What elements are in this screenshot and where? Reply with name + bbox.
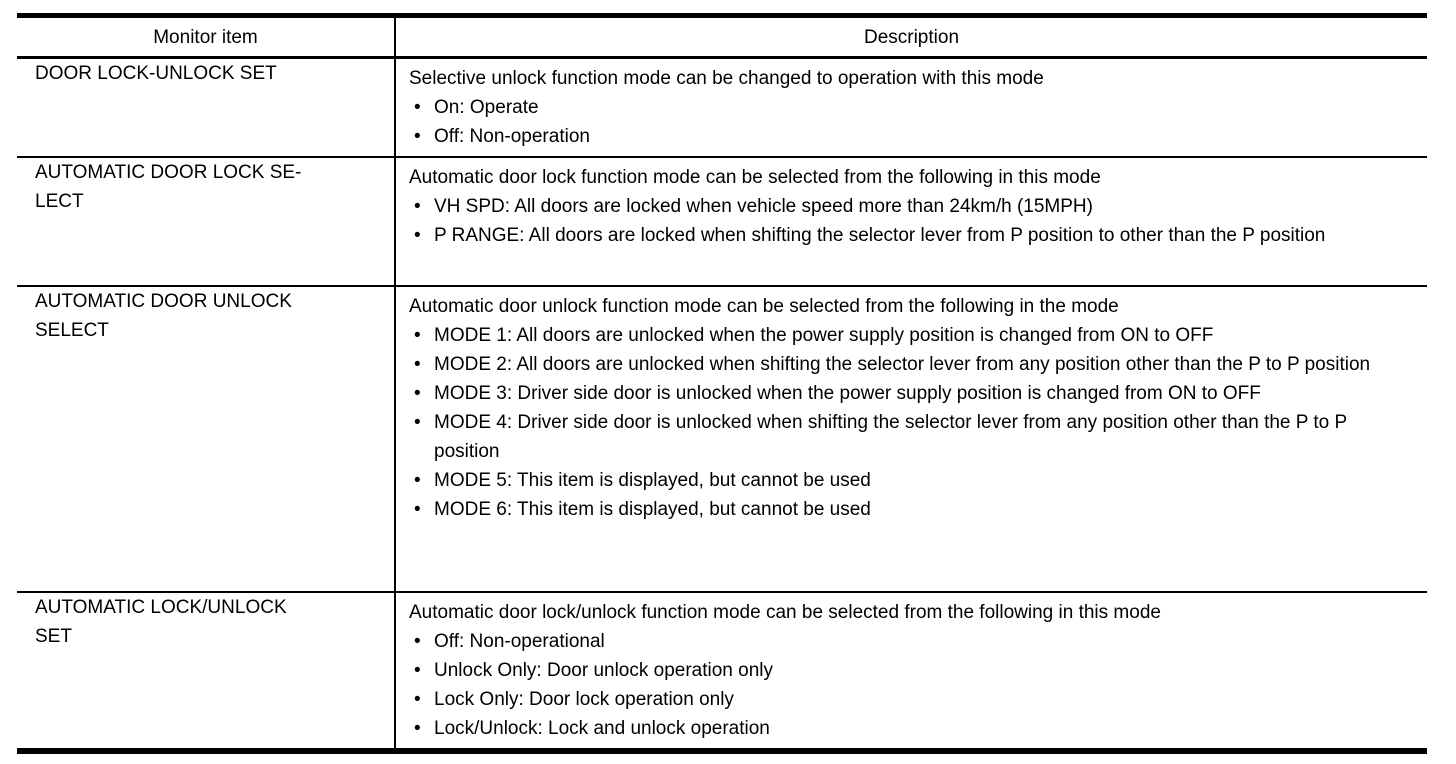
list-item: • MODE 1: All doors are unlocked when the… [409, 321, 1415, 350]
list-item: • P RANGE: All doors are locked when shif… [409, 221, 1415, 250]
description-intro: Automatic door unlock function mode can … [409, 296, 1119, 317]
list-item: • MODE 3: Driver side door is unlocked wh… [409, 379, 1415, 408]
bullet-icon: • [414, 718, 421, 739]
bullet-icon: • [414, 325, 421, 346]
monitor-item-cell: AUTOMATIC DOOR LOCK SE- LECT [17, 156, 396, 286]
bullet-icon: • [414, 97, 421, 118]
list-item: • MODE 6: This item is displayed, but can… [409, 495, 1415, 524]
description-bullet-list: • MODE 1: All doors are unlocked when the… [409, 321, 1415, 524]
list-item-text: MODE 4: Driver side door is unlocked whe… [434, 412, 1347, 462]
monitor-item-table: Monitor item Description DOOR LOCK-UNLOC… [17, 13, 1427, 754]
list-item-text: MODE 5: This item is displayed, but cann… [434, 470, 871, 491]
list-item-text: Lock/Unlock: Lock and unlock operation [434, 718, 770, 739]
monitor-item-cell: AUTOMATIC LOCK/UNLOCK SET [17, 591, 396, 751]
table-row: DOOR LOCK-UNLOCK SET Selective unlock fu… [17, 56, 1427, 157]
description-bullet-list: • On: Operate • Off: Non-operation [409, 93, 1415, 151]
description-intro: Automatic door lock function mode can be… [409, 167, 1101, 188]
column-header-description: Description [395, 15, 1427, 59]
list-item: • On: Operate [409, 93, 1415, 122]
description-intro: Selective unlock function mode can be ch… [409, 68, 1044, 89]
list-item-text: Off: Non-operational [434, 631, 605, 652]
bullet-icon: • [414, 499, 421, 520]
bullet-icon: • [414, 383, 421, 404]
list-item: • MODE 4: Driver side door is unlocked wh… [409, 408, 1415, 466]
table-row: AUTOMATIC DOOR UNLOCK SELECT Automatic d… [17, 285, 1427, 592]
list-item-text: P RANGE: All doors are locked when shift… [434, 225, 1326, 246]
list-item-text: On: Operate [434, 97, 539, 118]
list-item: • Unlock Only: Door unlock operation only [409, 656, 1415, 685]
list-item: • Lock/Unlock: Lock and unlock operation [409, 714, 1415, 743]
description-cell: Automatic door unlock function mode can … [395, 285, 1427, 592]
list-item-text: Off: Non-operation [434, 126, 590, 147]
bullet-icon: • [414, 470, 421, 491]
bullet-icon: • [414, 354, 421, 375]
bullet-icon: • [414, 196, 421, 217]
list-item-text: Unlock Only: Door unlock operation only [434, 660, 774, 681]
description-cell: Selective unlock function mode can be ch… [395, 56, 1427, 157]
description-bullet-list: • Off: Non-operational • Unlock Only: Door… [409, 627, 1415, 743]
table-row: AUTOMATIC LOCK/UNLOCK SET Automatic door… [17, 591, 1427, 751]
bullet-icon: • [414, 412, 421, 433]
column-header-monitor-item: Monitor item [17, 15, 396, 59]
description-bullet-list: • VH SPD: All doors are locked when vehic… [409, 192, 1415, 250]
description-intro: Automatic door lock/unlock function mode… [409, 602, 1161, 623]
list-item: • Off: Non-operational [409, 627, 1415, 656]
description-cell: Automatic door lock/unlock function mode… [395, 591, 1427, 751]
list-item-text: MODE 6: This item is displayed, but cann… [434, 499, 871, 520]
list-item: • MODE 2: All doors are unlocked when shi… [409, 350, 1415, 379]
list-item: • VH SPD: All doors are locked when vehic… [409, 192, 1415, 221]
list-item: • Lock Only: Door lock operation only [409, 685, 1415, 714]
table-header-row: Monitor item Description [17, 15, 1427, 59]
bullet-icon: • [414, 660, 421, 681]
list-item-text: MODE 2: All doors are unlocked when shif… [434, 354, 1371, 375]
bullet-icon: • [414, 126, 421, 147]
monitor-item-cell: AUTOMATIC DOOR UNLOCK SELECT [17, 285, 396, 592]
list-item-text: MODE 3: Driver side door is unlocked whe… [434, 383, 1261, 404]
list-item-text: Lock Only: Door lock operation only [434, 689, 734, 710]
bullet-icon: • [414, 225, 421, 246]
bullet-icon: • [414, 631, 421, 652]
list-item: • Off: Non-operation [409, 122, 1415, 151]
table-row: AUTOMATIC DOOR LOCK SE- LECT Automatic d… [17, 156, 1427, 286]
list-item-text: MODE 1: All doors are unlocked when the … [434, 325, 1214, 346]
list-item-text: VH SPD: All doors are locked when vehicl… [434, 196, 1093, 217]
monitor-item-cell: DOOR LOCK-UNLOCK SET [17, 56, 396, 157]
description-cell: Automatic door lock function mode can be… [395, 156, 1427, 286]
list-item: • MODE 5: This item is displayed, but can… [409, 466, 1415, 495]
bullet-icon: • [414, 689, 421, 710]
